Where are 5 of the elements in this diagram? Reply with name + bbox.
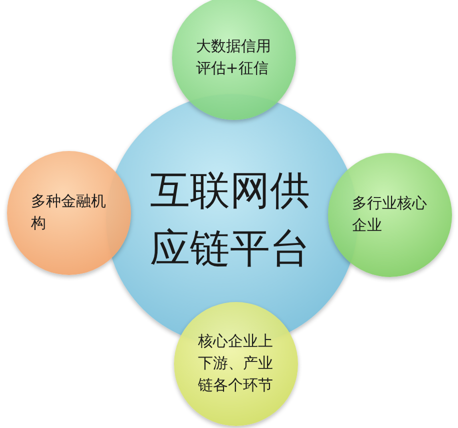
node-text: 多行业核心企业	[352, 193, 428, 236]
node-text: 多种金融机构	[30, 191, 107, 234]
node-text: 大数据信用评估+征信	[196, 36, 272, 79]
node-text: 核心企业上下游、产业链各个环节	[198, 331, 274, 396]
node-text: 互联网供应链平台	[150, 167, 311, 274]
